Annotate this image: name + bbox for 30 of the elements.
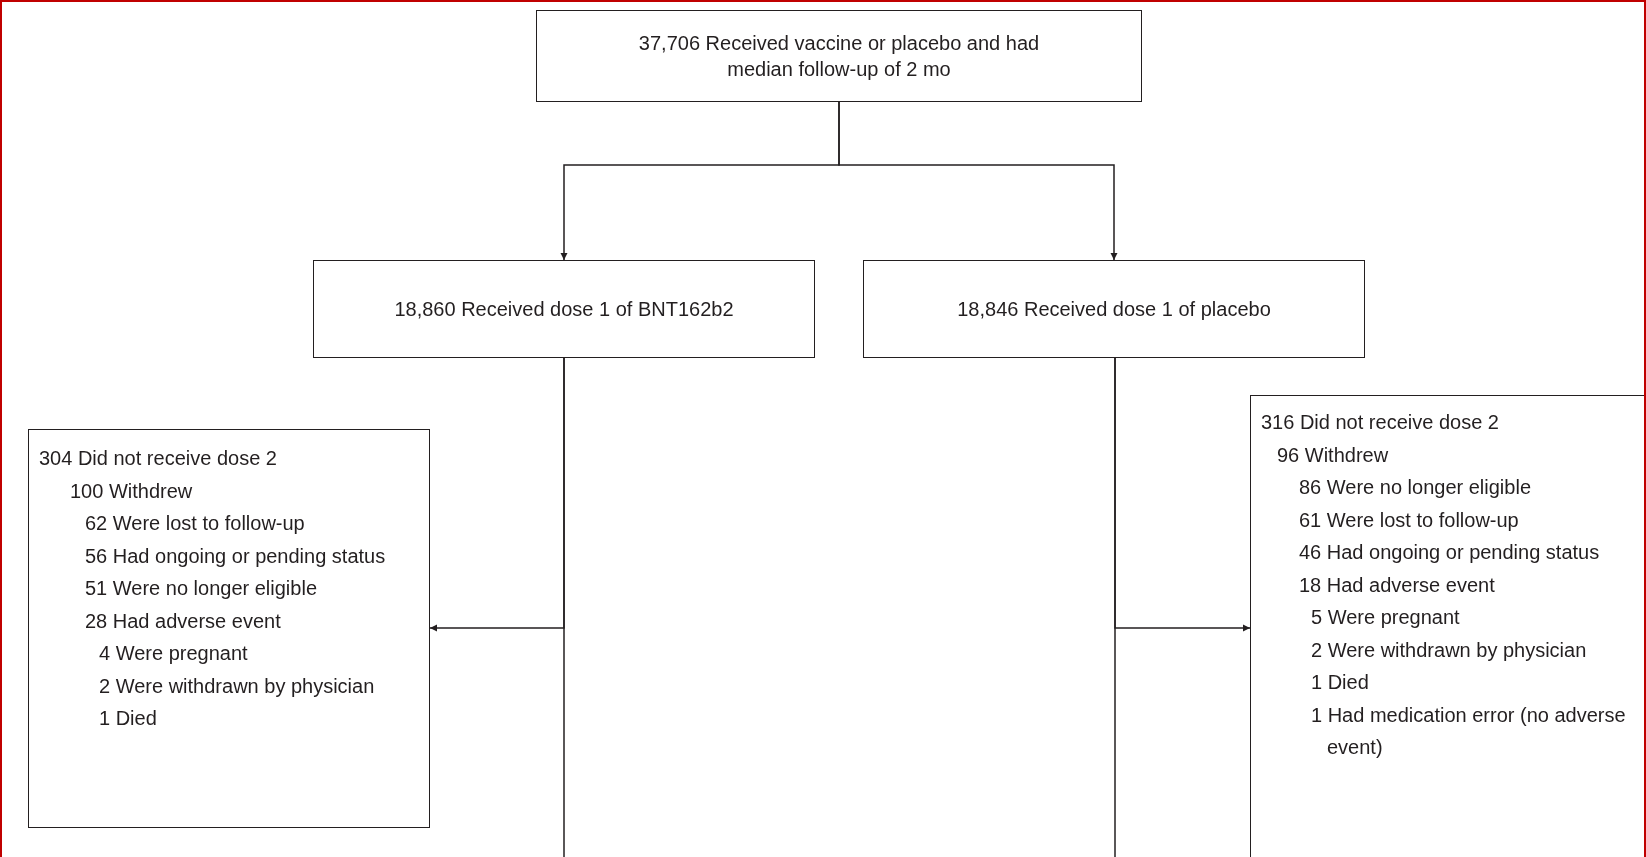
list-item: 100 Withdrew (69, 478, 194, 504)
group-box (313, 260, 815, 358)
list-item: 1 Had medication error (no adverse event) (1310, 702, 1627, 760)
box-text: 18,860 Received dose 1 of BNT162b2 (394, 297, 734, 322)
list-item: 62 Were lost to follow-up (84, 511, 306, 536)
connector-line (1114, 357, 1116, 857)
list-item: 46 Had ongoing or pending status (1298, 540, 1601, 565)
connector-line (563, 357, 565, 857)
list-item: 18 Had adverse event (1298, 572, 1496, 598)
list-item: 1 Died (98, 706, 158, 731)
enrollment-box (536, 10, 1142, 102)
box-text: 37,706 Received vaccine or placebo and had median follow-up of 2 mo (637, 31, 1041, 82)
list-item: 86 Were no longer eligible (1298, 475, 1532, 500)
list-item: 2 Were withdrawn by physician (1310, 637, 1588, 663)
list-item: 1 Died (1310, 670, 1370, 695)
list-item: 5 Were pregnant (1310, 605, 1461, 630)
list-item: 56 Had ongoing or pending status (84, 543, 387, 569)
list-item: 4 Were pregnant (98, 641, 249, 666)
list-item: 316 Did not receive dose 2 (1260, 410, 1500, 435)
arrow (838, 101, 1118, 261)
list-item: 2 Were withdrawn by physician (98, 673, 376, 699)
group-box (863, 260, 1365, 358)
list-item: 51 Were no longer eligible (84, 576, 318, 601)
exclusion-box (28, 429, 430, 828)
box-text: 18,846 Received dose 1 of placebo (957, 297, 1271, 322)
list-item: 304 Did not receive dose 2 (38, 446, 278, 471)
list-item: 96 Withdrew (1276, 442, 1390, 468)
list-item: 61 Were lost to follow-up (1298, 507, 1520, 533)
exclusion-box (1250, 395, 1646, 857)
list-item: 28 Had adverse event (84, 608, 282, 634)
